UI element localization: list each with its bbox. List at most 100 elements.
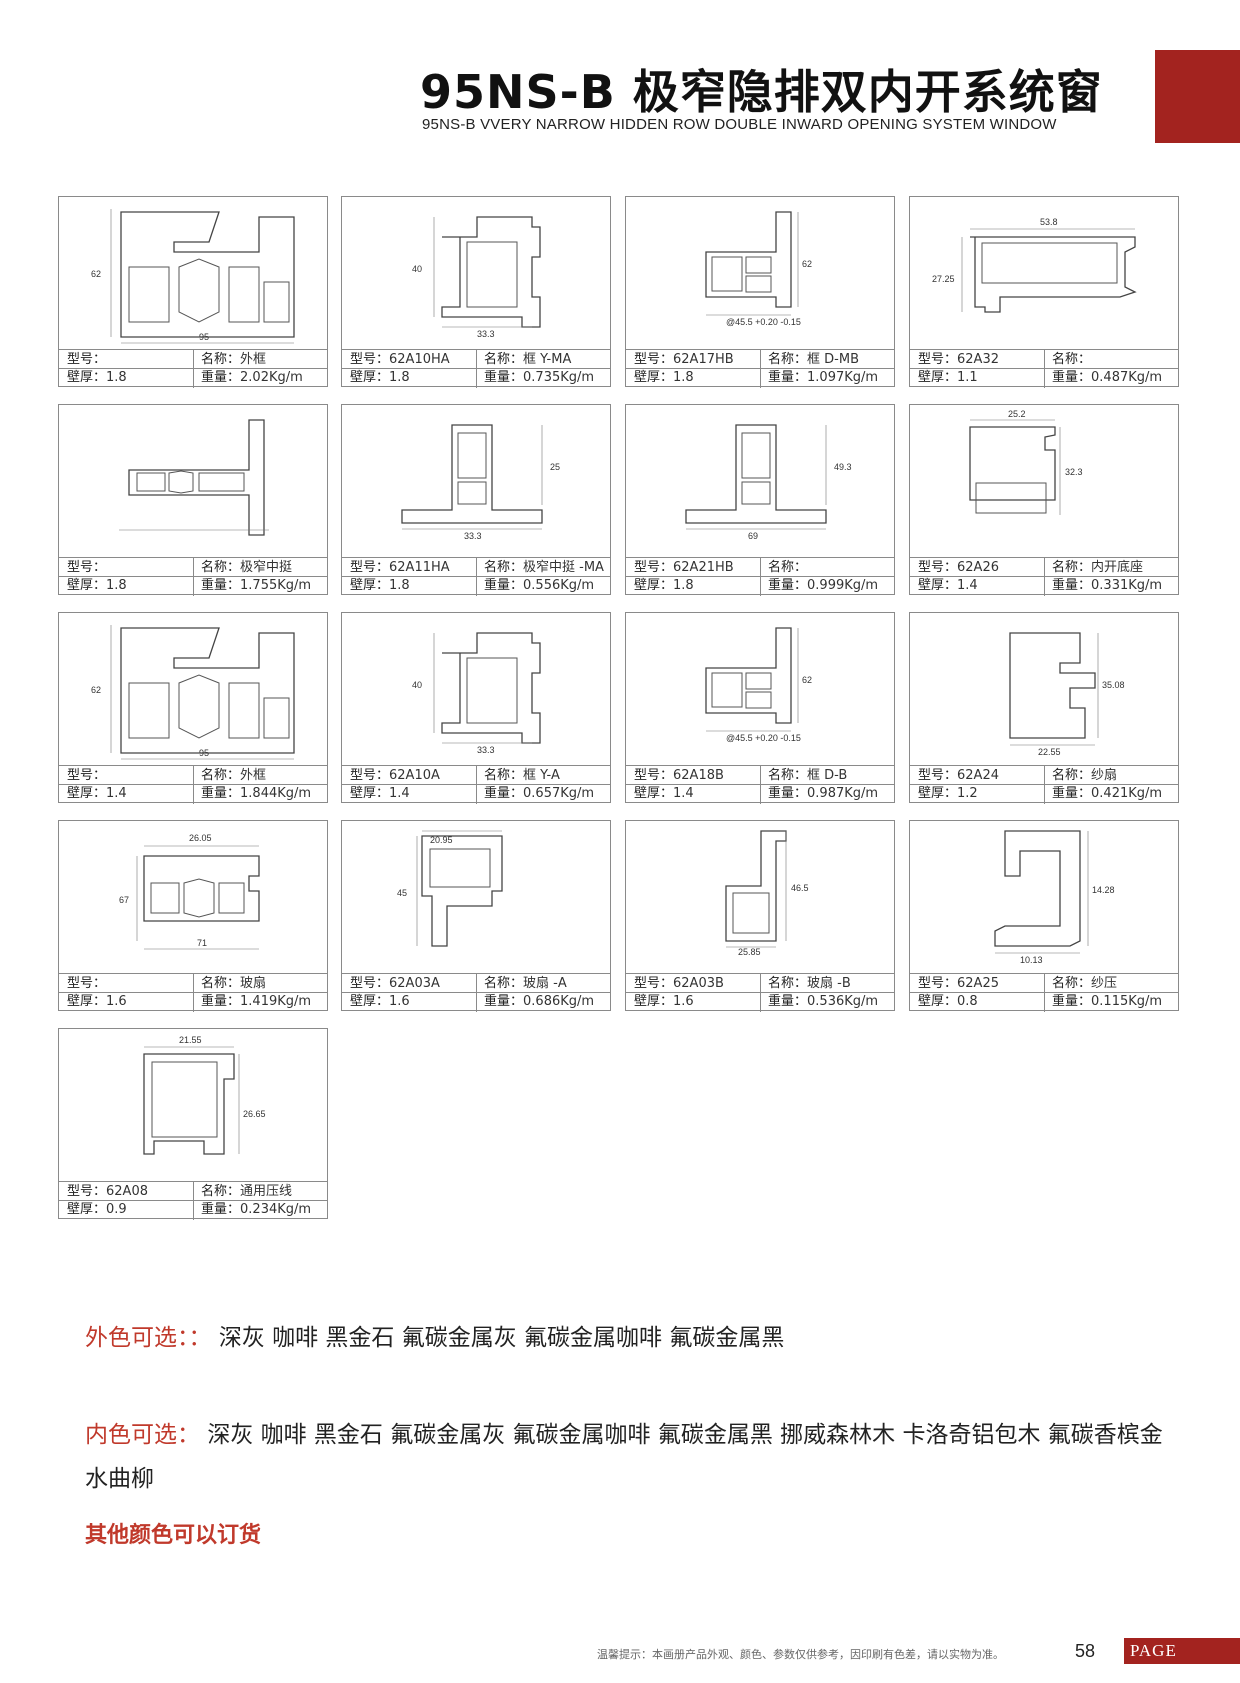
- profile-diagram: 46.525.85: [725, 830, 809, 957]
- model-label: 型号：: [918, 976, 958, 991]
- model-label: 型号：: [67, 1184, 107, 1199]
- thickness-label: 壁厚：: [918, 786, 958, 801]
- weight-value: 0.421Kg/m: [1091, 786, 1163, 801]
- weight-label: 重量：: [201, 578, 241, 593]
- thickness-value: 0.8: [957, 994, 978, 1009]
- weight-label: 重量：: [484, 370, 524, 385]
- profile-diagram: 62@45.5 +0.20 -0.15: [705, 211, 812, 327]
- model-label: 型号：: [634, 352, 674, 367]
- weight-label: 重量：: [768, 994, 808, 1009]
- name-value: 框 Y-MA: [523, 352, 572, 367]
- thickness-value: 1.1: [957, 370, 978, 385]
- profile-cross-section: [969, 419, 1061, 515]
- name-label: 名称：: [768, 352, 808, 367]
- weight-value: 0.115Kg/m: [1091, 994, 1163, 1009]
- page-label-box: PAGE: [1124, 1638, 1240, 1664]
- name-value: 玻扇: [240, 976, 267, 991]
- profile-drawing: 62@45.5 +0.20 -0.15: [626, 613, 894, 765]
- thickness-label: 壁厚：: [67, 786, 107, 801]
- name-label: 名称：: [484, 768, 524, 783]
- weight-value: 1.097Kg/m: [807, 370, 879, 385]
- thickness-value: 1.6: [673, 994, 694, 1009]
- name-value: 通用压线: [240, 1184, 293, 1199]
- name-label: 名称：: [201, 352, 241, 367]
- thickness-label: 壁厚：: [918, 994, 958, 1009]
- model-value: 62A24: [957, 768, 999, 783]
- name-label: 名称：: [768, 560, 808, 575]
- thickness-value: 1.8: [389, 578, 410, 593]
- thickness-label: 壁厚：: [67, 370, 107, 385]
- model-label: 型号：: [634, 976, 674, 991]
- name-label: 名称：: [768, 976, 808, 991]
- weight-value: 0.487Kg/m: [1091, 370, 1163, 385]
- name-label: 名称：: [1052, 768, 1092, 783]
- thickness-label: 壁厚：: [350, 994, 390, 1009]
- name-value: 内开底座: [1091, 560, 1144, 575]
- dimension-label: 67: [119, 895, 129, 905]
- name-label: 名称：: [1052, 352, 1092, 367]
- thickness-value: 1.8: [106, 578, 127, 593]
- dimension-label: 45: [397, 888, 407, 898]
- name-label: 名称：: [201, 1184, 241, 1199]
- spec-divider: [760, 974, 761, 1012]
- thickness-value: 1.4: [673, 786, 694, 801]
- weight-label: 重量：: [768, 786, 808, 801]
- weight-label: 重量：: [1052, 994, 1092, 1009]
- profile-cross-section: [705, 211, 799, 316]
- weight-value: 0.234Kg/m: [240, 1202, 312, 1217]
- model-label: 型号：: [67, 768, 107, 783]
- profile-drawing: [59, 405, 327, 557]
- profile-cross-section: [143, 1046, 240, 1155]
- model-value: 62A11HA: [389, 560, 450, 575]
- name-label: 名称：: [484, 560, 524, 575]
- dimension-label: 95: [199, 332, 209, 342]
- outer-color-heading: 外色可选：：: [85, 1325, 212, 1351]
- dimension-label: 71: [197, 938, 207, 948]
- dimension-label: 35.08: [1102, 680, 1125, 690]
- weight-value: 0.999Kg/m: [807, 578, 879, 593]
- dimension-label: 69: [748, 531, 758, 541]
- name-label: 名称：: [201, 560, 241, 575]
- thickness-value: 0.9: [106, 1202, 127, 1217]
- spec-row-thickness: 壁厚：0.8 重量：0.115Kg/m: [910, 993, 1178, 1011]
- dimension-label: 95: [199, 748, 209, 758]
- weight-label: 重量：: [1052, 578, 1092, 593]
- thickness-value: 1.8: [389, 370, 410, 385]
- weight-value: 0.735Kg/m: [523, 370, 595, 385]
- profile-cross-section: [136, 845, 260, 950]
- name-value: 玻扇 -B: [807, 976, 851, 991]
- weight-label: 重量：: [201, 1202, 241, 1217]
- spec-divider: [1044, 766, 1045, 804]
- spec-divider: [760, 766, 761, 804]
- spec-divider: [193, 766, 194, 804]
- model-label: 型号：: [350, 352, 390, 367]
- spec-row-model: 型号：名称：外框: [59, 350, 327, 369]
- model-value: 62A21HB: [673, 560, 734, 575]
- model-value: 62A17HB: [673, 352, 734, 367]
- dimension-label: 25.85: [738, 947, 761, 957]
- profile-cross-section: [685, 424, 827, 530]
